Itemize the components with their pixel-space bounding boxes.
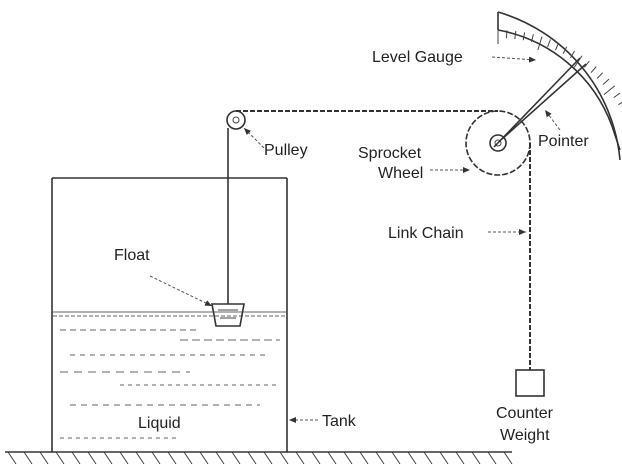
label-pointer: Pointer	[538, 133, 589, 150]
label-float: Float	[114, 247, 150, 264]
counter-weight	[515, 369, 545, 397]
float	[211, 303, 245, 327]
pointer	[493, 57, 587, 148]
label-sprocket-2: Wheel	[378, 165, 423, 182]
tank-body	[51, 177, 288, 452]
liquid-surface	[53, 311, 286, 439]
label-level-gauge: Level Gauge	[372, 49, 463, 66]
label-tank: Tank	[322, 413, 357, 430]
label-counter-2: Weight	[500, 427, 550, 444]
label-link-chain: Link Chain	[388, 225, 464, 242]
ground	[5, 451, 513, 465]
pulley	[226, 110, 246, 130]
label-counter-1: Counter	[496, 405, 554, 422]
label-sprocket-1: Sprocket	[358, 145, 422, 162]
level-gauge	[497, 11, 622, 161]
label-liquid: Liquid	[138, 415, 181, 432]
label-pulley: Pulley	[264, 142, 308, 159]
